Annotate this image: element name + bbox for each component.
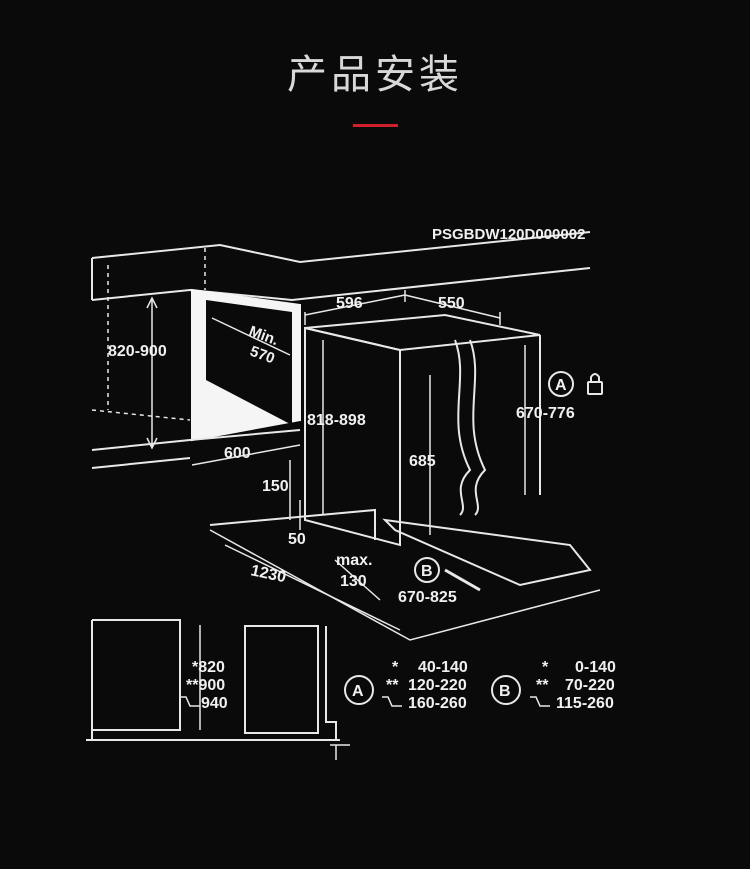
side-view-appliance [244,625,319,734]
table-b-star-1: * [542,659,549,676]
countertop-underside [91,267,591,302]
table-b-value-1: 0-140 [575,659,616,676]
niche-depth-label: 600 [224,445,251,462]
max-value: 130 [340,573,367,590]
table-a-value-3: 160-260 [408,695,467,712]
niche-height-label: 820-900 [108,343,167,360]
marker-b: B [421,563,433,580]
table-a-value-1: 40-140 [418,659,468,676]
lock-icon [587,373,603,395]
range-b-label: 670-825 [398,589,457,606]
table-a-marker: A [352,683,364,700]
model-code: PSGBDW120D000002 [432,226,585,243]
appliance-height-label: 818-898 [307,412,366,429]
countertop-line [91,231,591,264]
depth-label: 550 [438,295,465,312]
table-a-circle [344,675,374,705]
marker-a: A [555,377,567,394]
table-b-circle [491,675,521,705]
table-a-star-1: * [392,659,399,676]
table-a-value-2: 120-220 [408,677,467,694]
side-height-3: 940 [201,695,228,712]
table-b-star-2: ** [536,677,549,694]
title-accent-bar [353,124,398,127]
width-label: 596 [336,295,363,312]
door-height-label: 685 [409,453,436,470]
table-b-value-3: 115-260 [556,695,614,712]
open-door [382,518,592,587]
range-a-height-label: 670-776 [516,405,575,422]
page-title: 产品安装 [287,52,463,98]
cart-icon [180,696,550,707]
max-label: max. [336,552,372,569]
side-height-1: *820 [192,659,225,676]
marker-a-circle [548,371,574,397]
total-1230-label: 1230 [249,562,287,586]
marker-b-circle [414,557,440,583]
toe-50-label: 50 [288,531,306,548]
table-a-star-2: ** [386,677,399,694]
table-b-marker: B [499,683,511,700]
toe-150-label: 150 [262,478,289,495]
side-height-2: **900 [186,677,225,694]
table-b-value-2: 70-220 [565,677,615,694]
appliance-top [304,313,541,352]
side-view-cabinet [91,619,181,740]
